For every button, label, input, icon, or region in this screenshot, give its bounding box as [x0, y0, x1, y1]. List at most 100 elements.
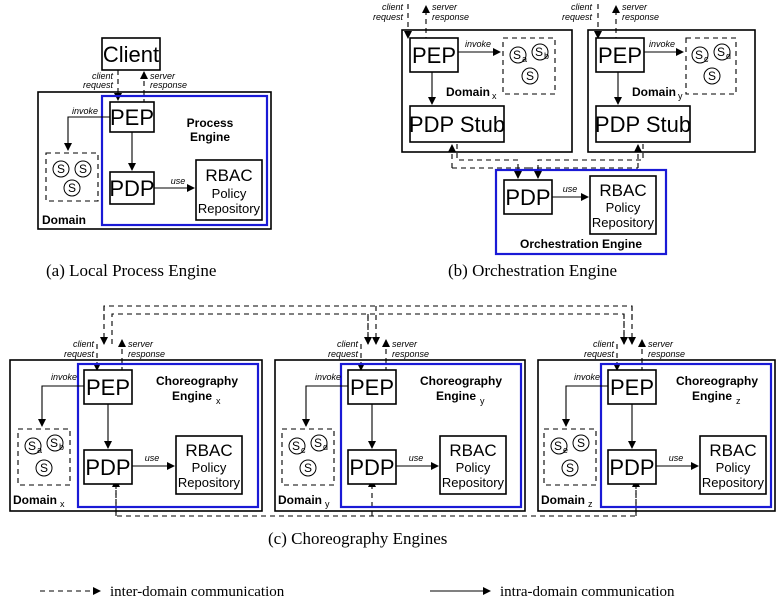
invoke-label: invoke — [315, 372, 341, 382]
orchestration-engine-label: Orchestration Engine — [520, 237, 642, 251]
service-label: S — [57, 162, 65, 176]
rbac-box — [439, 435, 507, 495]
process-engine-label-2: Engine — [190, 130, 230, 144]
pep-label: PEP — [86, 375, 130, 400]
rbac-box — [699, 435, 767, 495]
repository-label: Repository — [178, 475, 241, 490]
choreography-engine-label-2: Engine — [436, 389, 476, 403]
domain-sub-label: x — [60, 499, 65, 509]
service-icon — [63, 179, 81, 197]
domain-y-box — [587, 29, 756, 153]
invoke-arrow — [302, 385, 348, 427]
repository-label: Repository — [592, 215, 655, 230]
choreography-engine-label: Choreography — [676, 374, 758, 388]
service-icon — [24, 437, 42, 455]
service-label: S — [577, 436, 585, 450]
pdp-label: PDP — [85, 455, 130, 480]
service-icon — [74, 160, 92, 178]
service-icon — [703, 67, 721, 85]
client-request-label: client — [73, 339, 95, 349]
pdp-stub-label: PDP Stub — [595, 112, 691, 137]
service-label: S — [50, 436, 58, 450]
client-request-label-2: request — [83, 80, 114, 90]
client-request-label: client — [337, 339, 359, 349]
service-icon — [509, 46, 527, 64]
invoke-label: invoke — [649, 39, 675, 49]
caption-b: (b) Orchestration Engine — [448, 261, 617, 280]
pdp-stub-label: PDP Stub — [409, 112, 505, 137]
policy-label: Policy — [192, 460, 227, 475]
pep-box — [83, 369, 133, 405]
choreography-engine-x-box — [76, 362, 260, 509]
domain-sub-label: y — [325, 499, 330, 509]
domain-z-box — [537, 359, 776, 512]
process-engine-label: Process — [187, 116, 234, 130]
domain-sub-label: y — [678, 91, 683, 101]
service-icon — [299, 459, 317, 477]
choreography-engine-label: Choreography — [156, 374, 238, 388]
policy-label: Policy — [212, 186, 247, 201]
client-request-label-2: request — [328, 349, 359, 359]
invoke-label: invoke — [72, 106, 98, 116]
domain-label: Domain — [632, 85, 676, 99]
legend: inter-domain communication intra-domain … — [40, 584, 675, 600]
services-box — [281, 428, 335, 486]
policy-label: Policy — [456, 460, 491, 475]
domain-label: Domain — [446, 85, 490, 99]
inter-domain-top-link-2 — [111, 313, 369, 344]
client-request-label: client — [92, 71, 114, 81]
engine-sub-label: z — [736, 396, 741, 406]
service-label: S — [28, 439, 36, 453]
repository-label: Repository — [442, 475, 505, 490]
pep-box — [409, 37, 459, 73]
pdp-label: PDP — [109, 176, 154, 201]
service-label: S — [708, 69, 716, 83]
server-response-label-2: response — [432, 12, 469, 22]
server-response-label: server — [432, 2, 458, 12]
client-label: Client — [103, 42, 159, 67]
service-icon — [713, 43, 731, 61]
service-icon — [52, 160, 70, 178]
pdp-box — [83, 449, 133, 485]
service-icon — [35, 459, 53, 477]
pdp-stub-box — [409, 105, 505, 143]
service-sub-label: b — [59, 442, 64, 452]
engine-sub-label: y — [480, 396, 485, 406]
choreography-engine-y-box — [339, 362, 523, 509]
rbac-box — [589, 175, 657, 235]
services-box — [543, 428, 597, 486]
service-sub-label: e — [563, 445, 568, 455]
service-icon — [288, 437, 306, 455]
use-label: use — [409, 453, 424, 463]
pep-label: PEP — [350, 375, 394, 400]
choreography-engine-label-2: Engine — [692, 389, 732, 403]
domain-label: Domain — [278, 493, 322, 507]
service-icon — [561, 459, 579, 477]
panel-local-process-engine: Client client request server response PE… — [37, 37, 272, 280]
choreography-engine-label-2: Engine — [172, 389, 212, 403]
service-label: S — [292, 439, 300, 453]
service-sub-label: c — [704, 54, 709, 64]
choreography-engine-z-box — [599, 362, 773, 509]
service-label: S — [314, 436, 322, 450]
server-response-label-2: response — [150, 80, 187, 90]
caption-c: (c) Choreography Engines — [268, 529, 447, 548]
service-sub-label: a — [522, 54, 527, 64]
domain-label: Domain — [541, 493, 585, 507]
pep-label: PEP — [110, 105, 154, 130]
service-label: S — [79, 162, 87, 176]
domain-y-box — [274, 359, 526, 512]
invoke-label: invoke — [465, 39, 491, 49]
invoke-arrow — [38, 385, 84, 427]
engine-sub-label: x — [216, 396, 221, 406]
rbac-label: RBAC — [599, 181, 646, 200]
rbac-box — [175, 435, 243, 495]
use-label: use — [563, 184, 578, 194]
service-label: S — [304, 461, 312, 475]
client-request-label-2: request — [373, 12, 404, 22]
service-icon — [691, 46, 709, 64]
invoke-label: invoke — [51, 372, 77, 382]
server-response-label-2: response — [128, 349, 165, 359]
policy-label: Policy — [606, 200, 641, 215]
